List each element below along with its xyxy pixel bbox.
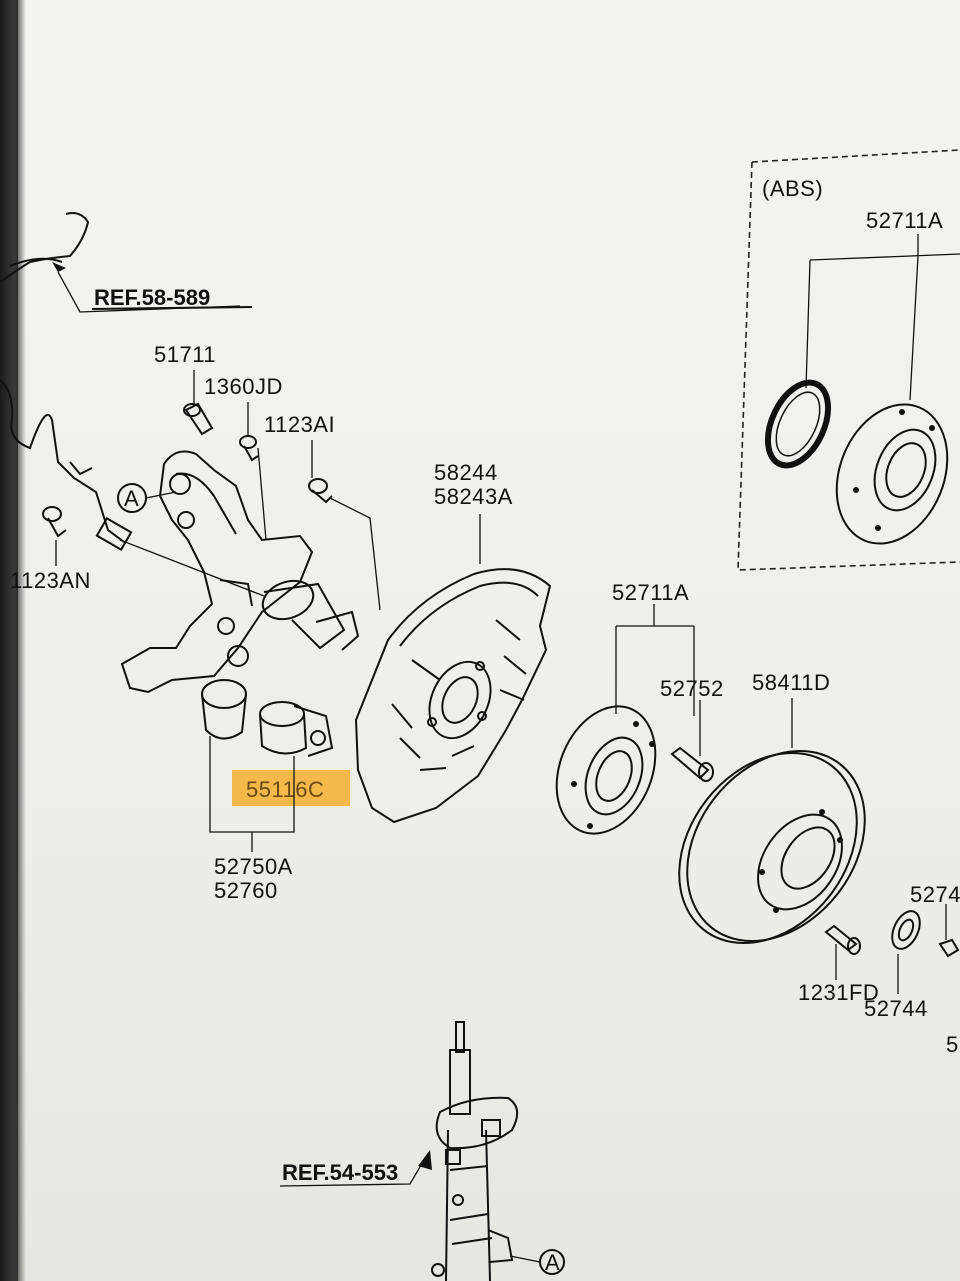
label-1360jd: 1360JD [204, 374, 283, 399]
strut-assembly: A [431, 1021, 565, 1281]
hub-bolt-52752: 52752 [660, 676, 724, 782]
ref-54-553-group: REF.54-553 [279, 1150, 432, 1187]
callout-a-top: A [117, 483, 177, 513]
disc-screw-1231fd: 1231FD [798, 924, 879, 1005]
monitor-screen [18, 0, 960, 1281]
label-52744: 52744 [864, 996, 928, 1021]
label-55116c: 55116C [246, 777, 324, 802]
monitor-bezel-edge [0, 0, 26, 1281]
abs-sensor-wire-side [0, 379, 133, 552]
label-52750a: 52750A [214, 854, 293, 879]
label-51711: 51711 [154, 342, 216, 367]
label-1123an: 1123AN [10, 568, 91, 593]
label-5-partial: 5 [946, 1032, 959, 1057]
nut-partial: 5274 5 [910, 882, 960, 1057]
svg-text:A: A [124, 486, 139, 511]
label-52750a-group: 52750A 52760 [209, 736, 295, 903]
label-52711a-abs: 52711A [866, 208, 943, 233]
label-5274-partial: 5274 [910, 882, 960, 907]
ref-54-553: REF.54-553 [282, 1160, 398, 1185]
bushing-55116c [259, 701, 334, 757]
abs-box: (ABS) [737, 149, 960, 571]
steering-knuckle [119, 447, 381, 694]
label-52752: 52752 [660, 676, 724, 701]
bolt-1123an [42, 506, 67, 538]
label-58411d: 58411D [752, 670, 830, 695]
label-51711-group: 51711 [154, 342, 216, 404]
abs-seal-ring [764, 379, 832, 469]
bolt-1123ai [308, 478, 333, 504]
label-1123ai: 1123AI [264, 412, 335, 437]
bolt-1360jd [239, 435, 259, 462]
bolt-51711 [183, 402, 214, 436]
ref-58-589: REF.58-589 [94, 285, 210, 310]
abs-sensor-wire-top: REF.58-589 [0, 212, 253, 313]
label-52760: 52760 [214, 878, 278, 903]
callout-a-bottom: A [545, 1250, 560, 1275]
label-55116c-group: 55116C [232, 770, 350, 806]
label-1123an-group: 1123AN [10, 540, 91, 593]
label-1123ai-group: 1123AI [264, 412, 335, 478]
abs-box-label: (ABS) [762, 176, 823, 201]
bushing-52750a [201, 679, 247, 740]
label-58243a: 58243A [434, 484, 513, 509]
label-1360jd-group: 1360JD [204, 374, 283, 436]
dust-shield: 58244 58243A [354, 460, 552, 824]
hub-bearing: 52711A [555, 580, 695, 835]
label-58244: 58244 [434, 460, 498, 485]
washer-52744: 52744 [864, 910, 928, 1021]
abs-52711a-leader: 52711A [805, 208, 960, 401]
abs-hub-bearing [835, 403, 949, 545]
highlight-55116c [232, 770, 350, 806]
label-52711a: 52711A [612, 580, 689, 605]
label-1231fd: 1231FD [798, 980, 879, 1005]
brake-disc: 58411D [678, 670, 866, 944]
